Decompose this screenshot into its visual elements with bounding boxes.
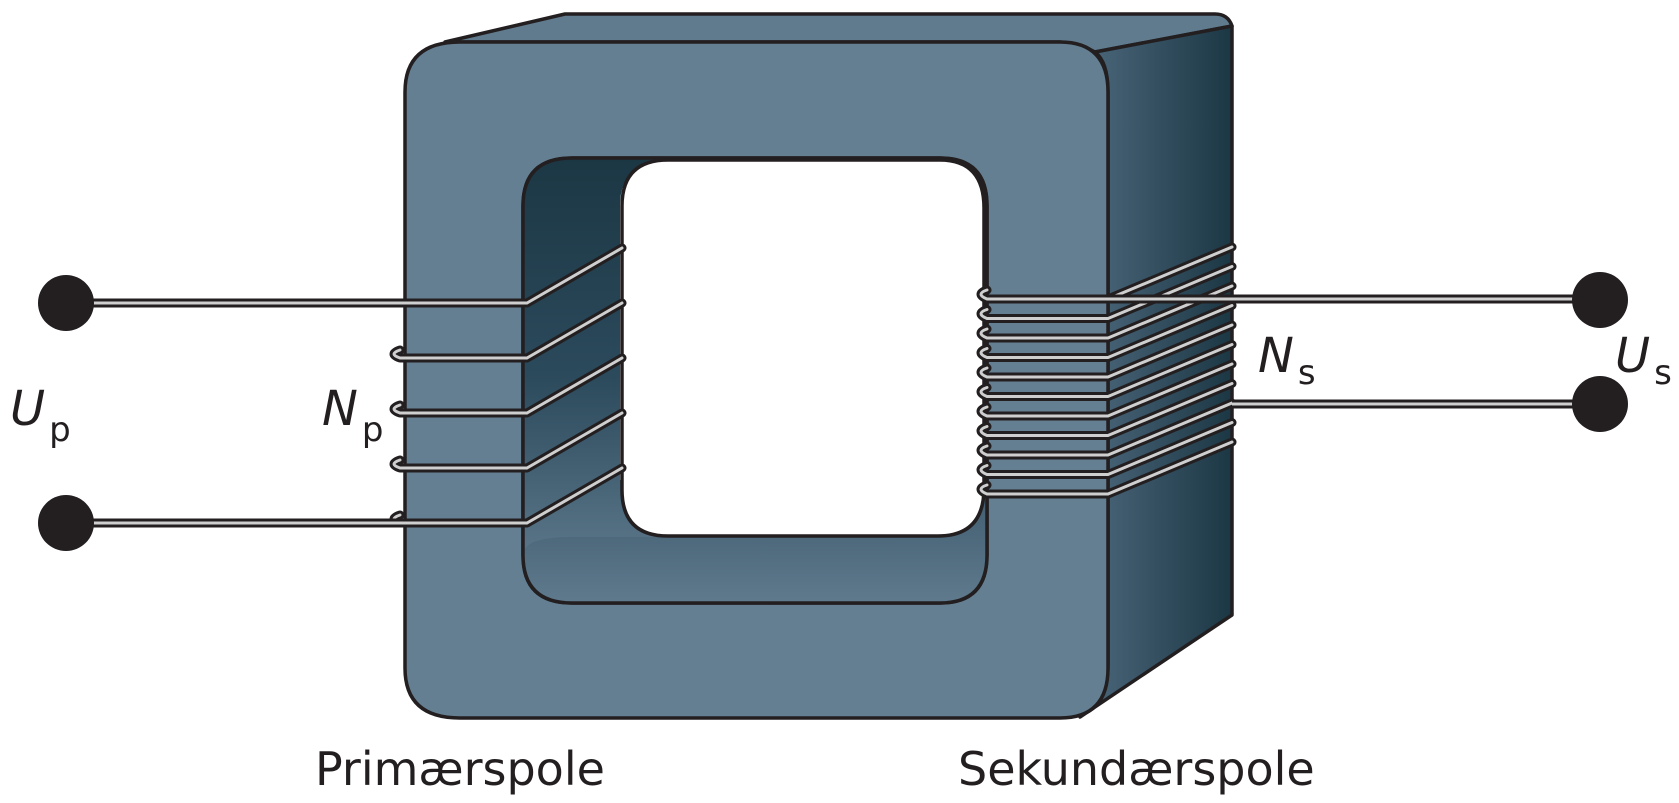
secondary-winding-2-highlight xyxy=(979,265,1234,320)
secondary-winding-6-highlight xyxy=(979,343,1234,398)
secondary-winding-4-highlight xyxy=(979,304,1234,359)
secondary-terminal-bottom[interactable] xyxy=(1572,376,1628,432)
core-window-opening xyxy=(620,158,986,538)
transformer-core xyxy=(403,12,1234,720)
primary-terminal-bottom[interactable] xyxy=(38,495,94,551)
primary-coil-label: Primærspole xyxy=(315,742,605,796)
primary-winding-4-highlight xyxy=(392,411,624,470)
secondary-winding-9-highlight xyxy=(979,401,1234,457)
secondary-coil-label: Sekundærspole xyxy=(958,742,1315,796)
secondary-winding-7-highlight xyxy=(979,362,1234,418)
core-window-left-depth xyxy=(523,158,680,555)
secondary-winding-11-highlight xyxy=(979,440,1234,496)
primary-winding-2-highlight xyxy=(392,301,624,360)
core-window-outline xyxy=(521,156,989,605)
secondary-winding-8-highlight xyxy=(979,382,1234,437)
primary-leads xyxy=(38,275,527,551)
primary-winding-3-highlight xyxy=(392,356,624,415)
secondary-terminal-top[interactable] xyxy=(1572,272,1628,328)
secondary-leads xyxy=(990,272,1628,432)
secondary-coil xyxy=(976,242,1237,499)
secondary-winding-10-highlight xyxy=(979,421,1234,476)
primary-terminal-top[interactable] xyxy=(38,275,94,331)
secondary-winding-5-highlight xyxy=(979,323,1234,379)
